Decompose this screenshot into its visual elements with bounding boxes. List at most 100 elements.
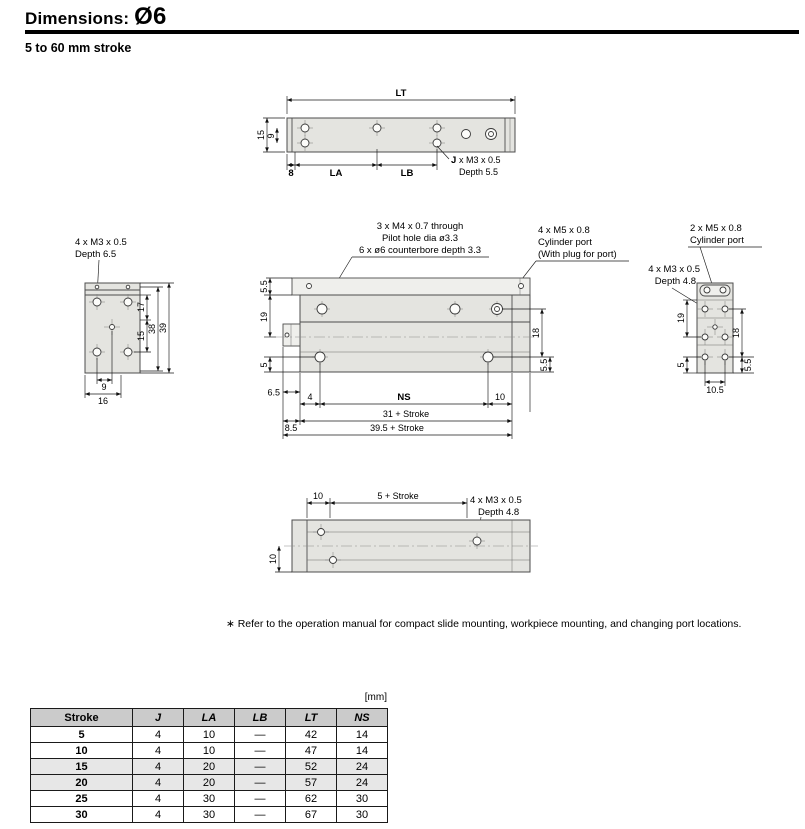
stroke-value: 10 <box>30 742 133 759</box>
title-text: Dimensions: <box>25 9 135 28</box>
right-dim-55-label: 5.5 <box>743 359 753 372</box>
counterbore-note-line2: Pilot hole dia ø3.3 <box>382 233 458 244</box>
right-dim-19-label: 19 <box>676 313 686 323</box>
dim-value: 4 <box>132 806 184 823</box>
dim-value: 14 <box>336 726 388 743</box>
dim-4-label: 4 <box>307 392 312 402</box>
dim-value: — <box>234 726 286 743</box>
bore-size: Ø6 <box>134 3 167 30</box>
dim-55-top-label: 5.5 <box>259 280 269 293</box>
dim-value: — <box>234 790 286 807</box>
top-view-drawing: LT 15 9 8 LA LB J x M3 x 0.5 Depth 5.5 <box>256 88 516 179</box>
port-note-line2: Cylinder port <box>538 237 592 248</box>
dim-85-label: 8.5 <box>285 423 298 433</box>
right-view-holes <box>696 300 734 366</box>
dim-value: 10 <box>183 726 235 743</box>
right-thread-note-line2: Depth 4.8 <box>655 276 696 287</box>
dim-value: 20 <box>183 758 235 775</box>
dim-lb-label: LB <box>401 168 414 179</box>
dim-9-label: 9 <box>266 133 276 138</box>
dim-value: — <box>234 806 286 823</box>
dim-value: — <box>234 742 286 759</box>
stroke-range-heading: 5 to 60 mm stroke <box>25 41 132 55</box>
dim-18-label: 18 <box>531 328 541 338</box>
dim-value: — <box>234 774 286 791</box>
dim-value: 24 <box>336 774 388 791</box>
dim-value: 10 <box>183 742 235 759</box>
port-note-line1: 4 x M5 x 0.8 <box>538 225 590 236</box>
title-divider <box>25 30 799 34</box>
dim-value: 4 <box>132 790 184 807</box>
right-dim-105-label: 10.5 <box>706 385 724 395</box>
top-view-holes <box>296 119 497 152</box>
dim-j-depth-label: Depth 5.5 <box>459 167 498 177</box>
dim-value: 20 <box>183 774 235 791</box>
dim-value: 4 <box>132 726 184 743</box>
right-thread-note-line1: 4 x M3 x 0.5 <box>648 264 700 275</box>
right-dim-5-label: 5 <box>676 362 686 367</box>
dim-value: — <box>234 758 286 775</box>
left-end-view-drawing: 4 x M3 x 0.5 Depth 6.5 17 <box>75 237 174 406</box>
dim-55-bottom-label: 5.5 <box>539 359 549 372</box>
dim-lt-label: LT <box>396 88 407 99</box>
stroke-value: 30 <box>30 806 133 823</box>
dim-value: 4 <box>132 758 184 775</box>
bottom-dim-10-top-label: 10 <box>313 491 323 501</box>
dim-value: 30 <box>183 806 235 823</box>
counterbore-note-line1: 3 x M4 x 0.7 through <box>377 221 464 232</box>
dim-15-label: 15 <box>256 130 266 140</box>
dim-39-label: 39 <box>158 323 168 333</box>
dim-value: 47 <box>285 742 337 759</box>
dim-value: 30 <box>336 806 388 823</box>
footnote: ∗ Refer to the operation manual for comp… <box>226 618 742 630</box>
dim-31-stroke-label: 31 + Stroke <box>383 409 429 419</box>
dim-value: 57 <box>285 774 337 791</box>
bottom-thread-note-line1: 4 x M3 x 0.5 <box>470 495 522 506</box>
col-header-j: J <box>132 708 184 727</box>
dim-value: 30 <box>336 790 388 807</box>
stroke-value: 25 <box>30 790 133 807</box>
stroke-value: 20 <box>30 774 133 791</box>
bottom-dim-5-stroke-label: 5 + Stroke <box>377 491 418 501</box>
dim-value: 14 <box>336 742 388 759</box>
page-title: Dimensions: Ø6 <box>25 3 167 30</box>
dim-value: 67 <box>285 806 337 823</box>
left-note-thread-label: 4 x M3 x 0.5 <box>75 237 127 248</box>
col-header-lt: LT <box>285 708 337 727</box>
dim-15b-label: 15 <box>136 331 146 341</box>
dim-value: 4 <box>132 742 184 759</box>
dim-j-thread-label: x M3 x 0.5 <box>459 155 501 165</box>
port-note-line3: (With plug for port) <box>538 249 617 260</box>
right-port-note-line2: Cylinder port <box>690 235 744 246</box>
dim-395-stroke-label: 39.5 + Stroke <box>370 423 424 433</box>
dim-19-label: 19 <box>259 312 269 322</box>
dim-5-label: 5 <box>259 362 269 367</box>
dim-value: 52 <box>285 758 337 775</box>
dim-8-label: 8 <box>288 168 293 179</box>
technical-drawings: LT 15 9 8 LA LB J x M3 x 0.5 Depth 5.5 4… <box>75 88 762 573</box>
right-end-view-drawing: 2 x M5 x 0.8 Cylinder port 4 x M3 x 0.5 … <box>648 223 762 395</box>
page-header: Dimensions: Ø6 <box>25 3 167 31</box>
dim-value: 30 <box>183 790 235 807</box>
dim-ns-label: NS <box>397 392 410 403</box>
stroke-value: 5 <box>30 726 133 743</box>
dim-16-label: 16 <box>98 396 108 406</box>
stroke-value: 15 <box>30 758 133 775</box>
units-label: [mm] <box>364 692 387 703</box>
dim-9b-label: 9 <box>101 382 106 392</box>
dim-38-label: 38 <box>147 324 157 334</box>
col-header-la: LA <box>183 708 235 727</box>
side-view-drawing: 3 x M4 x 0.7 through Pilot hole dia ø3.3… <box>259 221 629 439</box>
col-header-stroke: Stroke <box>30 708 133 727</box>
col-header-lb: LB <box>234 708 286 727</box>
side-view-holes <box>311 300 506 366</box>
bottom-dim-10-left-label: 10 <box>268 554 278 564</box>
bottom-view-drawing: 10 5 + Stroke 4 x M3 x 0.5 Depth 4.8 10 <box>268 491 538 573</box>
col-header-ns: NS <box>336 708 388 727</box>
